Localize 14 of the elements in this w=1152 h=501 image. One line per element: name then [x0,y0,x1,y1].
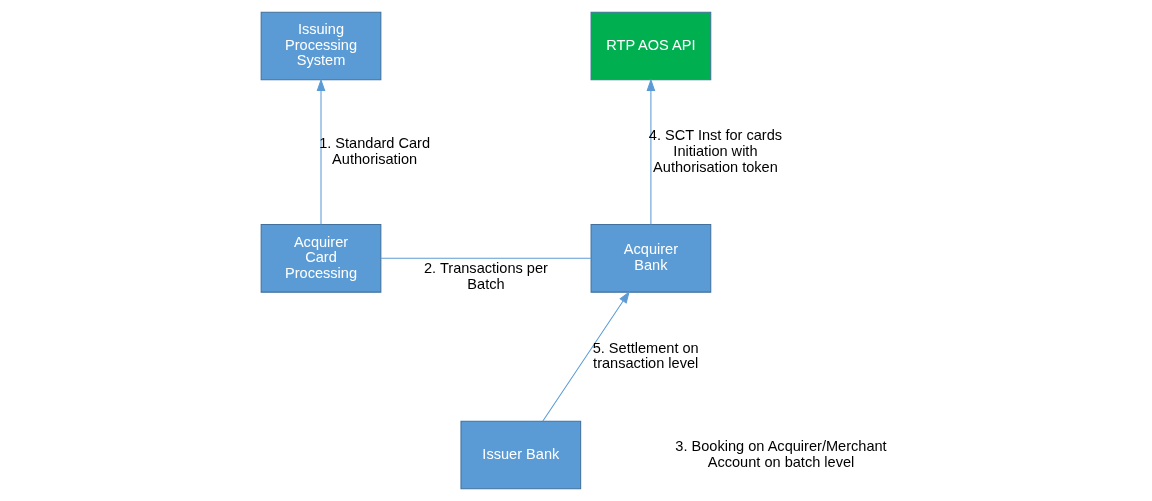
edge-label: 5. Settlement on transaction level [592,339,699,372]
edge-label: 1. Standard Card Authorisation [318,135,430,167]
arrow [646,78,655,225]
node-box: Acquirer Card Processing [260,223,381,293]
connector [380,257,591,259]
node-box: RTP AOS API [590,11,711,81]
label: 3. Booking on Acquirer/Merchant Account on batch level [674,438,887,470]
edge-label: 2. Transactions per Batch [423,260,548,292]
arrow [316,78,325,225]
node-box: Issuing Processing System [260,11,381,81]
arrow [541,290,630,422]
edge-label: 4. SCT Inst for cards Initiation with Authorisation token [648,127,782,175]
node-box: Acquirer Bank [590,223,711,293]
node-box: Issuer Bank [459,420,581,490]
